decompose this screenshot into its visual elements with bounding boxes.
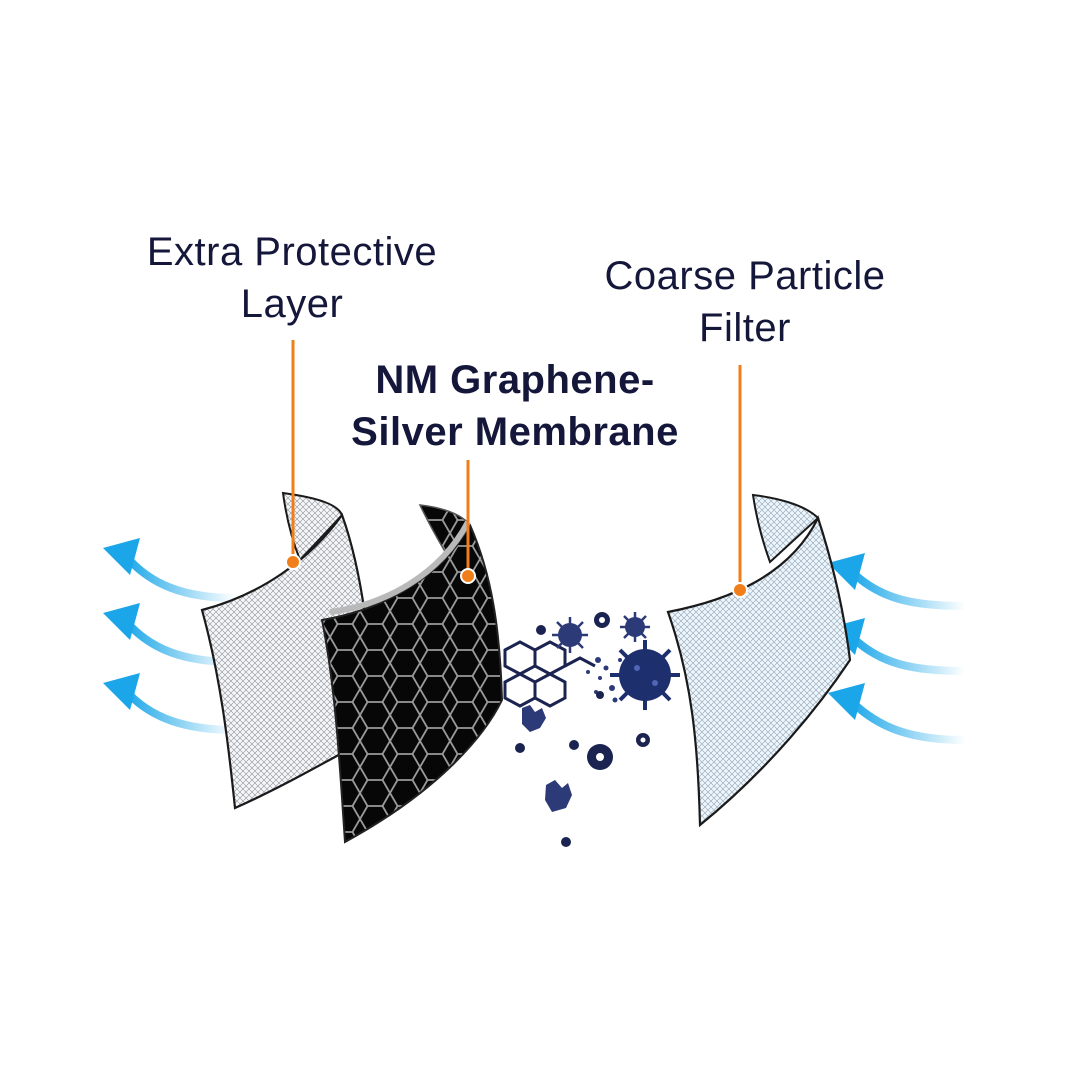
virus-icon (522, 705, 546, 732)
particles-group (515, 612, 680, 847)
label-line: Silver Membrane (351, 410, 679, 454)
label-line: Coarse Particle (604, 254, 886, 298)
particle-spray (586, 657, 622, 703)
label-line: Extra Protective (146, 230, 438, 274)
virus-icon (552, 617, 588, 653)
airflow-arrow-icon (828, 683, 969, 744)
particle-icon (596, 691, 604, 699)
label-line: Layer (240, 282, 344, 326)
extra-protective-layer-label: Extra Protective Layer (92, 226, 492, 330)
particle-icon (561, 837, 571, 847)
virus-icon (610, 640, 680, 710)
graphene-membrane-label: NM Graphene- Silver Membrane (305, 354, 725, 458)
coarse-particle-filter-sheet (666, 493, 852, 828)
particle-icon (515, 743, 525, 753)
virus-icon (545, 780, 572, 812)
label-line: NM Graphene- (375, 358, 655, 402)
airflow-arrow-icon (828, 553, 969, 610)
airflow-arrow-icon (103, 538, 239, 602)
graphene-membrane-sheet (320, 504, 504, 844)
graphene-lattice-icon (503, 640, 596, 708)
particle-icon (536, 625, 546, 635)
label-line: Filter (699, 306, 791, 350)
particle-icon (569, 740, 579, 750)
coarse-particle-filter-label: Coarse Particle Filter (545, 250, 945, 354)
leader-lines (291, 340, 742, 588)
airflow-arrow-icon (103, 673, 239, 734)
leader-dot-coarse (732, 582, 748, 598)
leader-dots (285, 554, 748, 598)
leader-dot-extra (285, 554, 301, 570)
virus-icon (620, 612, 650, 642)
leader-dot-graphene (460, 568, 476, 584)
airflow-in-arrows (828, 553, 969, 744)
